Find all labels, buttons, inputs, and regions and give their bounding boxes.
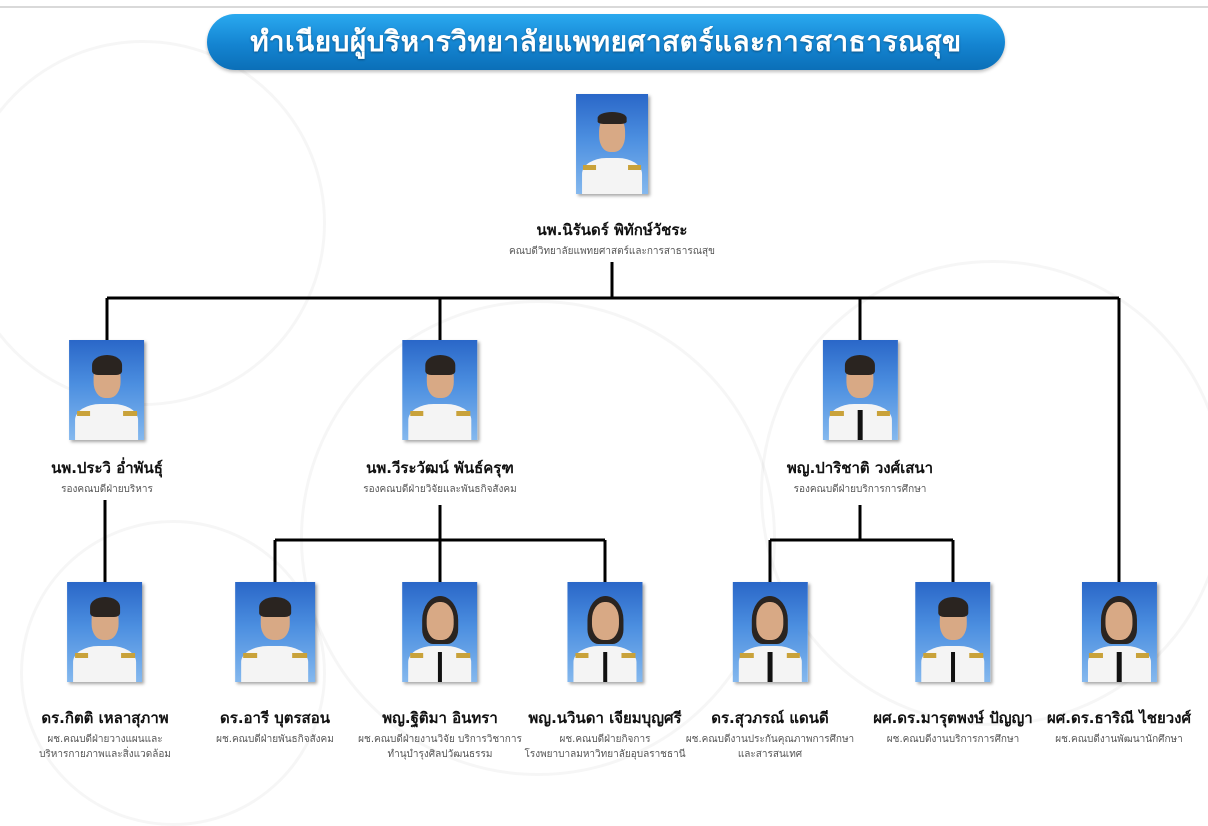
assistant-dean-photo <box>567 582 643 682</box>
assistant-dean-role-cont: และสารสนเทศ <box>737 749 803 760</box>
vice-dean-node: นพ.วีระวัฒน์ พันธ์ครุฑ รองคณบดีฝ่ายวิจัย… <box>363 340 517 497</box>
top-divider <box>0 6 1208 8</box>
vice-dean-node: นพ.ประวิ อ่ำพันธุ์ รองคณบดีฝ่ายบริหาร <box>51 340 163 497</box>
assistant-dean-node: พญ.นวินดา เจียมบุญศรี ผช.คณบดีฝ่ายกิจการ… <box>524 582 686 762</box>
vice-dean-name: นพ.วีระวัฒน์ พันธ์ครุฑ <box>366 459 514 477</box>
page-title-banner: ทำเนียบผู้บริหารวิทยาลัยแพทยศาสตร์และการ… <box>207 14 1005 70</box>
assistant-dean-photo <box>402 582 478 682</box>
assistant-dean-node: ดร.กิตติ เหลาสุภาพ ผช.คณบดีฝ่ายวางแผนและ… <box>39 582 171 762</box>
assistant-dean-photo <box>235 582 315 682</box>
dean-node: นพ.นิรันดร์ พิทักษ์วัชระ คณบดีวิทยาลัยแพ… <box>509 94 715 259</box>
dean-name: นพ.นิรันดร์ พิทักษ์วัชระ <box>536 221 688 239</box>
dean-role: คณบดีวิทยาลัยแพทยศาสตร์และการสาธารณสุข <box>509 246 715 257</box>
assistant-dean-node: ผศ.ดร.ธาริณี ไชยวงศ์ ผช.คณบดีงานพัฒนานัก… <box>1047 582 1191 747</box>
assistant-dean-role: ผช.คณบดีฝ่ายวางแผนและ <box>47 734 163 745</box>
assistant-dean-photo <box>915 582 991 682</box>
vice-dean-role: รองคณบดีฝ่ายบริหาร <box>61 484 153 495</box>
vice-dean-node: พญ.ปาริชาติ วงศ์เสนา รองคณบดีฝ่ายบริการก… <box>787 340 933 497</box>
vice-dean-name: พญ.ปาริชาติ วงศ์เสนา <box>786 459 934 477</box>
assistant-dean-node: ดร.สุวภรณ์ แดนดี ผช.คณบดีงานประกันคุณภาพ… <box>686 582 854 762</box>
assistant-dean-node: ผศ.ดร.มารุตพงษ์ ปัญญา ผช.คณบดีงานบริการก… <box>873 582 1033 747</box>
vice-dean-name: นพ.ประวิ อ่ำพันธุ์ <box>51 459 163 477</box>
org-chart-connectors <box>103 262 1121 582</box>
page-title: ทำเนียบผู้บริหารวิทยาลัยแพทยศาสตร์และการ… <box>250 25 962 58</box>
assistant-dean-name: ผศ.ดร.มารุตพงษ์ ปัญญา <box>873 709 1033 727</box>
assistant-dean-role-cont: โรงพยาบาลมหาวิทยาลัยอุบลราชธานี <box>524 749 686 760</box>
assistant-dean-name: ดร.สุวภรณ์ แดนดี <box>711 709 829 727</box>
assistant-dean-name: พญ.นวินดา เจียมบุญศรี <box>528 709 682 727</box>
vice-dean-role: รองคณบดีฝ่ายวิจัยและพันธกิจสังคม <box>363 484 517 495</box>
dean-photo <box>575 94 648 194</box>
vice-dean-photo <box>402 340 478 440</box>
assistant-dean-role: ผช.คณบดีฝ่ายพันธกิจสังคม <box>216 734 334 745</box>
assistant-dean-node: พญ.ฐิติมา อินทรา ผช.คณบดีฝ่ายงานวิจัย บร… <box>358 582 522 762</box>
vice-dean-photo <box>69 340 145 440</box>
assistant-dean-role-cont: บริหารกายภาพและสิ่งแวดล้อม <box>39 749 171 760</box>
assistant-dean-role-cont: ทำนุบำรุงศิลปวัฒนธรรม <box>387 749 493 760</box>
assistant-dean-role: ผช.คณบดีฝ่ายงานวิจัย บริการวิชาการ <box>358 734 522 745</box>
assistant-dean-role: ผช.คณบดีงานพัฒนานักศึกษา <box>1055 734 1183 745</box>
assistant-dean-role: ผช.คณบดีงานบริการการศึกษา <box>886 734 1020 745</box>
assistant-dean-node: ดร.อารี บุตรสอน ผช.คณบดีฝ่ายพันธกิจสังคม <box>216 582 334 747</box>
assistant-dean-photo <box>732 582 808 682</box>
assistant-dean-photo <box>1081 582 1157 682</box>
assistant-dean-photo <box>67 582 143 682</box>
vice-dean-role: รองคณบดีฝ่ายบริการการศึกษา <box>793 484 927 495</box>
assistant-dean-name: พญ.ฐิติมา อินทรา <box>382 709 498 727</box>
assistant-dean-name: ดร.กิตติ เหลาสุภาพ <box>41 709 169 727</box>
assistant-dean-role: ผช.คณบดีฝ่ายกิจการ <box>559 734 651 745</box>
vice-dean-photo <box>822 340 898 440</box>
assistant-dean-name: ผศ.ดร.ธาริณี ไชยวงศ์ <box>1046 709 1192 727</box>
assistant-dean-role: ผช.คณบดีงานประกันคุณภาพการศึกษา <box>685 734 855 745</box>
assistant-dean-name: ดร.อารี บุตรสอน <box>220 709 330 727</box>
